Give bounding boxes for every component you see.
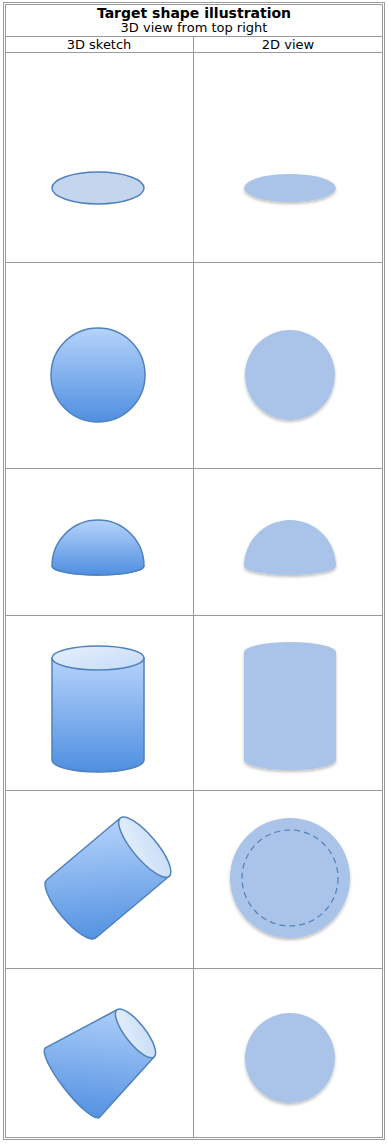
cylinder-sketch: [52, 646, 144, 772]
sphere-sketch: [51, 328, 145, 422]
hemisphere-view: [244, 520, 336, 575]
hemisphere-sketch: [52, 520, 144, 575]
cone-sketch: [38, 993, 171, 1124]
table-grid: [4, 3, 385, 1140]
table-title: Target shape illustration: [97, 5, 291, 21]
cone-view: [245, 1013, 335, 1103]
table-subtitle: 3D view from top right: [121, 20, 268, 36]
tilted-cylinder-view: [230, 818, 350, 938]
disc-view: [244, 174, 336, 202]
tilted-cylinder-sketch: [38, 810, 179, 945]
column-header: 3D sketch: [67, 37, 132, 53]
cylinder-view: [244, 642, 336, 770]
column-header: 2D view: [262, 37, 314, 53]
disc-sketch: [52, 172, 144, 204]
sphere-view: [245, 330, 335, 420]
